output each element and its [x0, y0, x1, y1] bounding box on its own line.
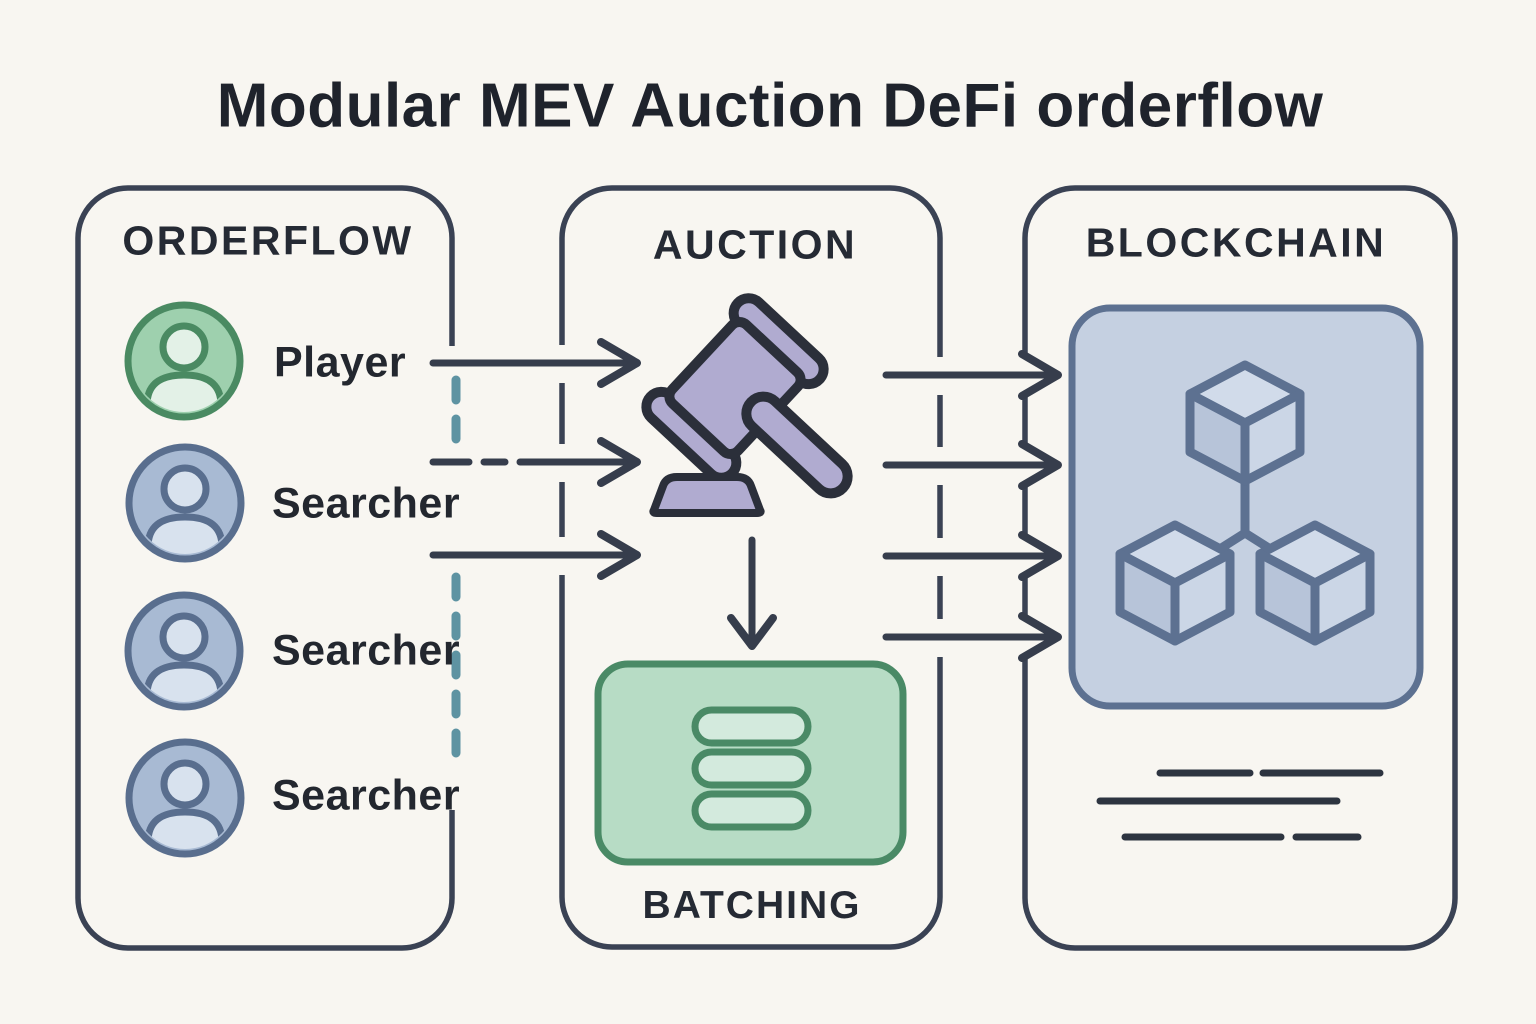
page-title: Modular MEV Auction DeFi orderflow	[216, 71, 1324, 141]
arrow-to-blockchain	[882, 440, 1062, 490]
ledger-text-lines	[1096, 769, 1384, 841]
searcher-avatar-icon	[128, 595, 240, 709]
blockchain-panel-title: BLOCKCHAIN	[1085, 219, 1387, 266]
arrow-to-blockchain	[882, 350, 1062, 400]
gavel-icon	[641, 293, 853, 517]
arrow-to-blockchain	[882, 612, 1062, 662]
arrow-player-to-auction	[429, 338, 641, 388]
linked-cubes-icon	[1068, 304, 1424, 710]
searcher-avatar-icon	[129, 742, 241, 856]
actor-label-searcher: Searcher	[272, 479, 461, 528]
batching-label: BATCHING	[642, 884, 862, 927]
orderflow-panel-title: ORDERFLOW	[122, 217, 414, 264]
arrow-searcher-to-auction	[429, 530, 641, 580]
orderflow-panel	[75, 185, 455, 951]
arrow-dashed-to-auction	[429, 437, 641, 487]
searcher-avatar-icon	[129, 447, 241, 561]
arrow-to-blockchain	[882, 531, 1062, 581]
orderflow-to-auction-arrows	[429, 338, 641, 580]
auction-panel-title: AUCTION	[652, 221, 858, 268]
actor-label-searcher: Searcher	[272, 626, 461, 675]
player-avatar-icon	[128, 305, 240, 419]
stacked-batch-list-icon	[594, 660, 907, 866]
actor-label-player: Player	[274, 338, 407, 387]
auction-to-blockchain-arrows	[882, 350, 1062, 662]
arrow-auction-to-batching	[727, 536, 777, 650]
actor-label-searcher: Searcher	[272, 771, 461, 820]
